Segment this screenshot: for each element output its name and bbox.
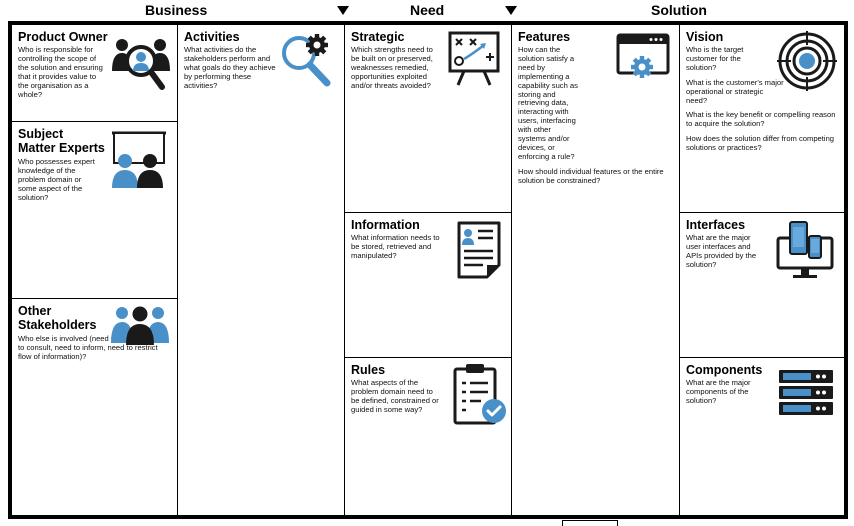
group-people-icon [111, 306, 169, 345]
header-solution: Solution [651, 2, 707, 18]
cell-question: What is the key benefit or compelling re… [686, 110, 836, 129]
cell-question: What activities do the stakeholders perf… [184, 45, 276, 90]
cell-activities: Activities What activities do the stakeh… [177, 24, 345, 516]
cell-product-owner: Product Owner Who is responsible for con… [11, 24, 178, 122]
cell-question: How should individual features or the en… [518, 166, 664, 185]
cell-components: Components What are the major components… [679, 357, 845, 516]
search-gear-icon [282, 34, 331, 87]
cell-title-line: Matter Experts [18, 141, 105, 155]
people-magnifier-icon [112, 39, 170, 90]
cell-title-line: Subject [18, 127, 64, 141]
clipboard-check-icon [453, 364, 506, 425]
cell-title: Components [686, 363, 763, 377]
cell-title: Features [518, 30, 571, 44]
browser-gear-icon [616, 33, 670, 78]
cell-title: Product Owner [18, 30, 108, 44]
cell-title: Interfaces [686, 218, 746, 232]
cell-question: Who else is involved (need to comply, ne… [18, 334, 164, 361]
cell-title: Subject Matter Experts [18, 127, 105, 155]
arrow-down-icon [505, 6, 517, 15]
cell-rules: Rules What aspects of the problem domain… [344, 357, 512, 516]
cell-question: Who possesses expert knowledge of the pr… [18, 157, 95, 202]
server-rack-icon [779, 370, 833, 415]
cell-question: Who is responsible for controlling the s… [18, 45, 103, 99]
arrow-down-icon [337, 6, 349, 15]
section-header: Business Need Solution [0, 0, 854, 20]
cell-question: What aspects of the problem domain need … [351, 378, 439, 414]
cell-question: What is the customer's major operational… [686, 77, 784, 105]
document-profile-icon [457, 221, 501, 279]
cell-question: What are the major user interfaces and A… [686, 233, 757, 269]
cell-strategic: Strategic Which strengths need to be bui… [344, 24, 512, 213]
presentation-board-icon [112, 131, 166, 188]
devices-icon [776, 221, 834, 278]
target-icon [777, 31, 837, 91]
cell-title: Rules [351, 363, 386, 377]
cell-question: What are the major components of the sol… [686, 378, 751, 405]
cell-question-group: How can the solution satisfy a need by i… [518, 45, 668, 192]
cell-title: Information [351, 218, 420, 232]
cell-title-line: Stakeholders [18, 318, 97, 332]
header-need: Need [410, 2, 445, 18]
cell-question: How does the solution differ from compet… [686, 134, 835, 153]
cell-other-stakeholders: Other Stakeholders Who else is involved … [11, 298, 178, 516]
cell-interfaces: Interfaces What are the major user inter… [679, 212, 845, 358]
cell-title: Other Stakeholders [18, 304, 97, 332]
canvas-frame: Product Owner Who is responsible for con… [8, 21, 848, 519]
cell-features: Features How can the solution satisfy a … [511, 24, 680, 516]
cell-question-group: Who is the target customer for the solut… [686, 45, 838, 159]
strategy-board-icon [448, 31, 500, 86]
cell-question: How can the solution satisfy a need by i… [518, 45, 578, 161]
cell-title: Activities [184, 30, 240, 44]
cell-question: Which strengths need to be built on or p… [351, 45, 433, 90]
footer-tab [562, 520, 618, 526]
cell-title: Vision [686, 30, 724, 44]
cell-question: What information needs to be stored, ret… [351, 233, 440, 260]
cell-subject-matter-experts: Subject Matter Experts Who possesses exp… [11, 121, 178, 299]
cell-vision: Vision Who is the target customer for th… [679, 24, 845, 213]
cell-title: Strategic [351, 30, 405, 44]
cell-information: Information What information needs to be… [344, 212, 512, 358]
cell-question: Who is the target customer for the solut… [686, 45, 744, 72]
header-business: Business [145, 2, 208, 18]
cell-title-line: Other [18, 304, 52, 318]
